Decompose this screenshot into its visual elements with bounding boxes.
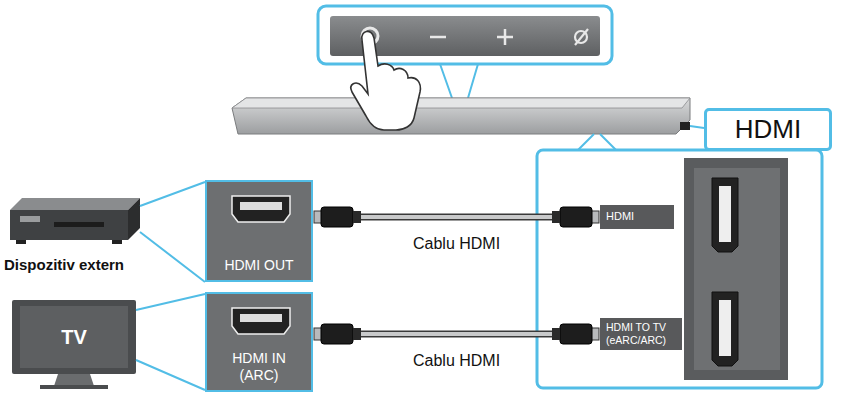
node-text: HDMI [606,210,634,223]
port-plate: HDMI [600,205,674,229]
tv-screen: TV [20,306,128,368]
leader [578,134,616,150]
hdmi-cable [314,207,599,227]
port-box: HDMI OUT [205,180,313,282]
node-text: TV [61,325,87,349]
leader [690,126,704,128]
soundbar [232,98,690,134]
node-text: HDMI IN (ARC) [223,350,295,384]
port-box-fill [207,182,311,280]
hdmi-callout: HDMI [704,108,832,151]
leader [140,182,205,282]
hdmi-port [712,292,738,366]
source-button [575,29,588,45]
plus-button [497,29,513,45]
node-text: HDMI TO TV (eARC/ARC) [606,321,674,346]
hand [351,31,420,130]
rear-panel [684,158,788,380]
node-text: HDMI OUT [224,257,293,274]
hdmi-port [232,196,290,222]
external-device [10,198,140,244]
device-label: Dispozitiv extern [4,256,124,273]
leader [440,64,478,98]
port-box: HDMI IN (ARC) [205,292,313,392]
cable-label: Cablu HDMI [411,235,502,253]
soundbar-top [232,98,690,108]
port-box-fill [207,294,311,390]
rear-panel-callout [537,150,822,388]
port-plate: HDMI TO TV (eARC/ARC) [600,318,682,350]
minus-button [430,36,446,39]
hdmi-cable [314,324,599,344]
cable-label: Cablu HDMI [411,352,502,370]
rear-panel-plate [694,168,780,370]
leader [136,294,205,390]
hdmi-port [712,178,738,252]
soundbar-port [680,122,690,130]
hdmi-port [232,308,290,334]
tv-set [12,300,136,389]
node-text: HDMI [735,114,801,145]
